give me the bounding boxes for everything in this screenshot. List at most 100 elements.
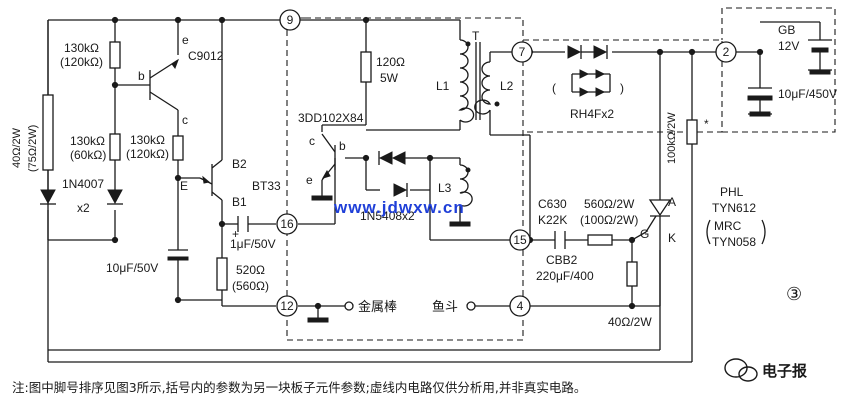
pin-16: 16 xyxy=(280,217,294,231)
label-r4: 40Ω/2W xyxy=(11,127,23,168)
label-r6: 120Ω xyxy=(376,55,405,69)
pin-15: 15 xyxy=(513,233,527,247)
label-c3: 10μF/450V xyxy=(778,87,837,101)
label-c4: C630 xyxy=(538,197,567,211)
label-r8-alt: (100Ω/2W) xyxy=(580,213,638,227)
resistor-r2 xyxy=(109,133,121,161)
label-scr-1: PHL xyxy=(720,185,744,199)
label-r3: 130kΩ xyxy=(130,133,165,147)
resistor-r4 xyxy=(42,94,54,171)
label-c1: 1μF/50V xyxy=(230,237,276,251)
label-q1-b: b xyxy=(138,69,145,83)
label-q1: C9012 xyxy=(188,49,224,63)
label-r4-alt: (75Ω/2W) xyxy=(27,125,39,172)
label-figure-number: ③ xyxy=(786,284,802,305)
diode-top-1 xyxy=(567,45,582,59)
label-scr-k: K xyxy=(668,231,676,245)
label-r3-alt: (120kΩ) xyxy=(126,147,169,161)
resistor-r3 xyxy=(172,135,184,161)
wechat-icon xyxy=(724,358,748,378)
label-r7: 100kΩ/2W xyxy=(666,112,678,164)
label-ujt: BT33 xyxy=(252,179,281,193)
resistor-r7 xyxy=(686,119,698,145)
transistor-c9012 xyxy=(149,58,180,111)
label-r2: 130kΩ xyxy=(70,134,105,148)
label-d1: 1N4007 xyxy=(62,177,104,191)
capacitors xyxy=(167,39,832,276)
pin-7: 7 xyxy=(519,45,526,59)
label-r6-b: 5W xyxy=(380,71,399,85)
pin-circles: 9 7 2 16 15 12 4 xyxy=(276,9,737,317)
label-bridge-open: ( xyxy=(552,81,556,95)
label-r5: 520Ω xyxy=(236,263,265,277)
label-q1-c: c xyxy=(182,113,188,127)
diodes xyxy=(40,45,611,205)
label-r5-alt: (560Ω) xyxy=(232,279,269,293)
diode-1n5408-a xyxy=(378,151,393,165)
transformer-t xyxy=(458,39,500,207)
label-r2-alt: (60kΩ) xyxy=(70,148,106,162)
transistor-3dd102 xyxy=(321,133,336,181)
diode-left-2 xyxy=(107,189,123,205)
footnote: 注:图中脚号排序见图3所示,括号内的参数为另一块板子元件参数;虚线内电路仅供分析… xyxy=(12,380,586,395)
label-q1-e: e xyxy=(182,33,189,47)
label-q2: 3DD102X84 xyxy=(298,111,364,125)
label-scr-4: TYN058 xyxy=(712,235,756,249)
scr-thyristor xyxy=(645,199,672,233)
label-bucket: 鱼斗 xyxy=(432,299,458,315)
label-c4-alt-b: 220μF/400 xyxy=(536,269,594,283)
label-q2-c: c xyxy=(309,134,315,148)
label-scr-2: TYN612 xyxy=(712,201,756,215)
label-l1: L1 xyxy=(436,79,450,93)
pin-2: 2 xyxy=(723,45,730,59)
label-metal-rod: 金属棒 xyxy=(358,299,397,315)
pin-9: 9 xyxy=(287,13,294,27)
resistor-r5 xyxy=(216,257,228,291)
label-r1-alt: (120kΩ) xyxy=(60,55,103,69)
resistor-r8 xyxy=(587,234,613,246)
label-r7-mark: * xyxy=(704,117,709,131)
label-c4-b: K22K xyxy=(538,213,567,227)
label-t: T xyxy=(472,29,480,43)
label-r8: 560Ω/2W xyxy=(584,197,635,211)
label-scr-3: MRC xyxy=(714,219,742,233)
wechat-watermark: 电子报 xyxy=(724,358,807,382)
label-q2-e: e xyxy=(306,173,313,187)
label-d2: 1N5408x2 xyxy=(360,209,415,223)
label-l3: L3 xyxy=(438,181,452,195)
label-q2-b: b xyxy=(339,139,346,153)
pin-4: 4 xyxy=(517,299,524,313)
label-ujt-b2: B2 xyxy=(232,157,247,171)
diode-1n5408-c xyxy=(393,183,408,197)
metal-rod-terminal xyxy=(344,301,354,311)
label-gb-v: 12V xyxy=(778,39,799,53)
ujt-bt33 xyxy=(199,159,223,201)
label-c2: 10μF/50V xyxy=(106,261,158,275)
junction-dots xyxy=(111,16,764,310)
label-c4-alt: CBB2 xyxy=(546,253,578,267)
resistor-r1 xyxy=(109,41,121,69)
label-ujt-b1: B1 xyxy=(232,195,247,209)
pin-12: 12 xyxy=(280,299,294,313)
label-bridge-close: ) xyxy=(620,81,624,95)
label-scr-g: G xyxy=(640,227,649,241)
terminals xyxy=(344,301,476,311)
label-ujt-e: E xyxy=(180,179,188,193)
resistor-r6 xyxy=(360,51,372,83)
label-d1-x: x2 xyxy=(77,201,90,215)
resistors xyxy=(42,41,698,291)
ground-symbols xyxy=(307,69,831,323)
label-bridge: RH4Fx2 xyxy=(570,107,614,121)
label-scr-a: A xyxy=(668,195,676,209)
component-labels: 130kΩ (120kΩ) 130kΩ (60kΩ) 130kΩ (120kΩ)… xyxy=(11,23,837,329)
diode-top-2 xyxy=(593,45,608,59)
label-gb: GB xyxy=(778,23,795,37)
label-r9: 40Ω/2W xyxy=(608,315,652,329)
bucket-terminal xyxy=(466,301,476,311)
website-watermark: www.jdwxw.cn xyxy=(333,198,465,217)
label-c1-plus: + xyxy=(232,227,239,241)
diode-1n5408-b xyxy=(391,151,406,165)
diode-left-1 xyxy=(40,189,56,205)
label-r1: 130kΩ xyxy=(64,41,99,55)
